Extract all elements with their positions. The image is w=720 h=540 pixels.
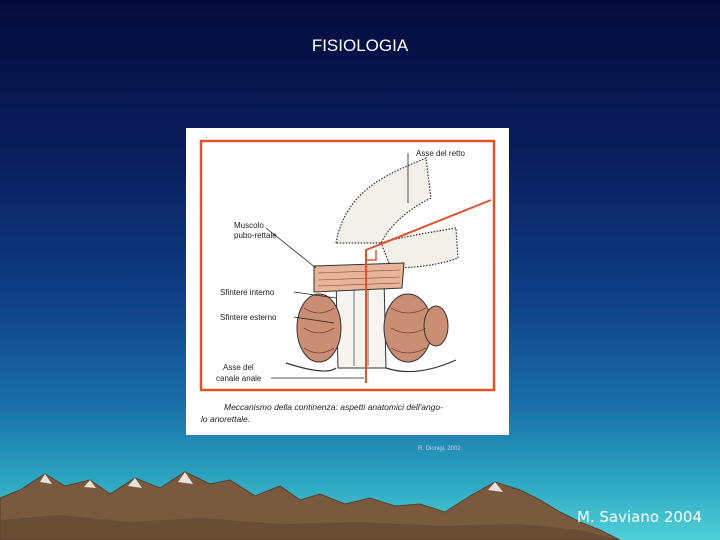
label-muscolo-line1: Muscolo [234,221,264,230]
external-sphincter-left [297,294,341,362]
caption-line2: lo anorettale. [201,414,250,424]
right-angle-mark [366,250,376,260]
label-sfintere-interno: Sfintere interno [220,288,275,297]
external-sphincter-outer [424,306,448,346]
rectum-lower-wall [381,228,458,268]
anatomy-figure: Asse del retto Muscolo pubo-rettale Sfin… [186,128,509,435]
label-asse-retto: Asse del retto [416,149,465,158]
label-sfintere-esterno: Sfintere esterno [220,313,277,322]
anorectal-diagram: Asse del retto Muscolo pubo-rettale Sfin… [186,128,509,435]
image-credit: R. Dionigi, 2002 [418,446,461,452]
author-credit: M. Saviano 2004 [577,508,702,526]
label-asse-canale-line2: canale anale [216,374,262,383]
mountain-range [0,460,720,540]
anal-canal [336,278,386,368]
caption-line1: Meccanismo della continenza: aspetti ana… [224,402,443,412]
label-asse-canale-line1: Asse del [223,363,254,372]
slide-title: FISIOLOGIA [0,36,720,56]
label-muscolo-line2: pubo-rettale [234,231,277,240]
